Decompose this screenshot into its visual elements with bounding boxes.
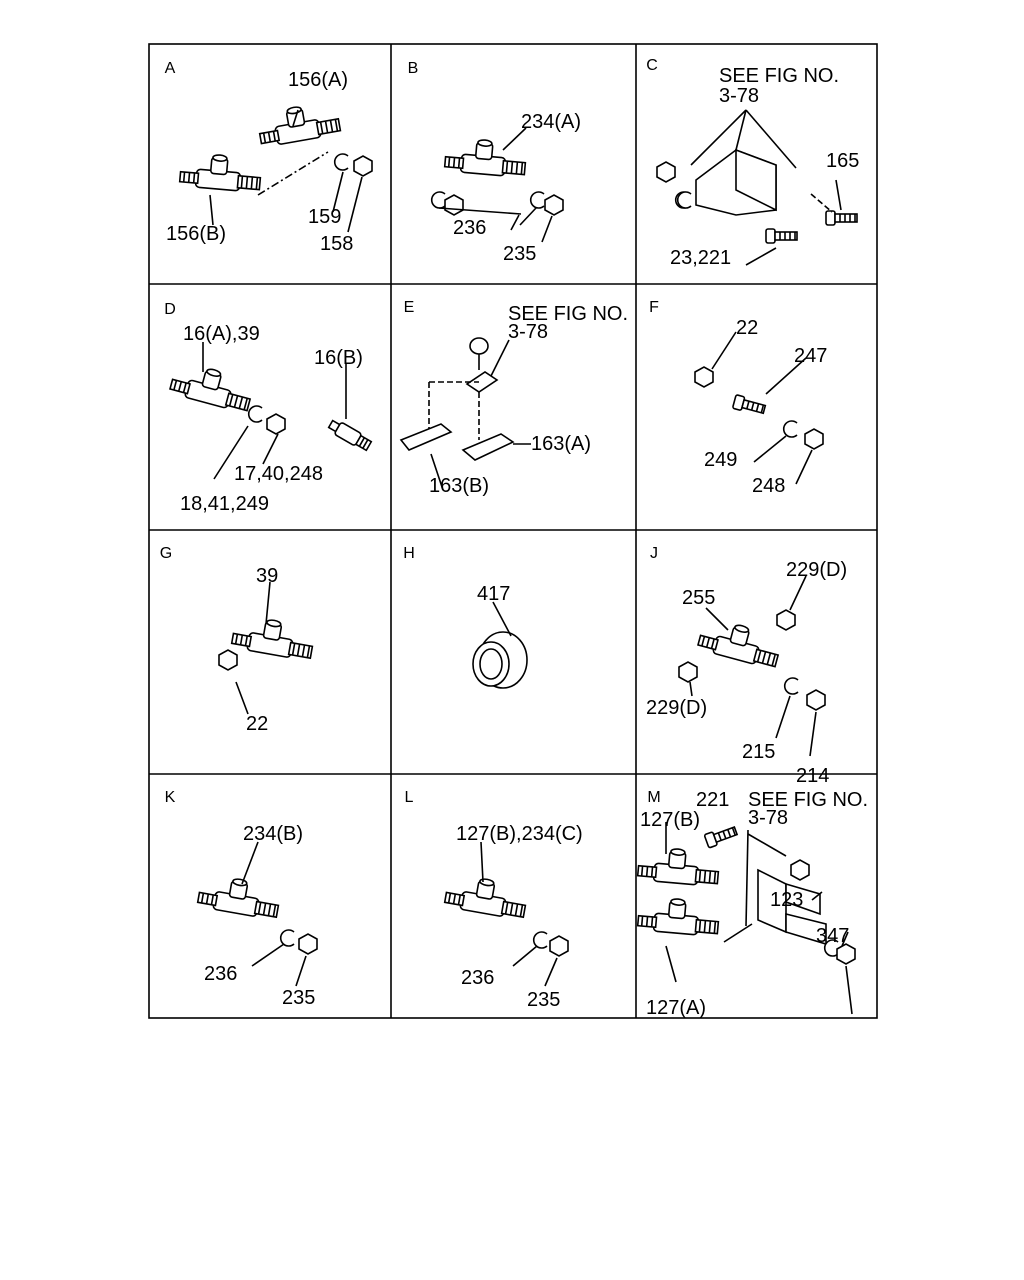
svg-text:163(B): 163(B) <box>429 475 489 497</box>
svg-text:3-78: 3-78 <box>508 321 548 343</box>
svg-text:M: M <box>647 789 660 806</box>
svg-text:39: 39 <box>256 565 278 587</box>
panel-l: L 127(B),234(C) 236 235 <box>405 789 583 1011</box>
svg-text:22: 22 <box>246 713 268 735</box>
svg-text:347: 347 <box>816 925 849 947</box>
svg-text:B: B <box>408 60 419 77</box>
svg-text:F: F <box>649 299 659 316</box>
svg-text:249: 249 <box>704 449 737 471</box>
panel-letter: A <box>165 60 176 77</box>
svg-text:165: 165 <box>826 150 859 172</box>
svg-text:22: 22 <box>736 317 758 339</box>
panel-j: J 229(D) 255 229(D) 215 214 <box>646 545 847 787</box>
svg-text:SEE FIG NO.: SEE FIG NO. <box>719 65 839 87</box>
callout: 158 <box>320 233 353 255</box>
panel-m: M 221 SEE FIG NO. 3-78 127(B) 123 347 12… <box>636 789 868 1019</box>
svg-text:3-78: 3-78 <box>748 807 788 829</box>
svg-text:235: 235 <box>527 989 560 1011</box>
svg-text:235: 235 <box>282 987 315 1009</box>
outer-frame <box>148 43 878 1019</box>
svg-text:255: 255 <box>682 587 715 609</box>
svg-text:247: 247 <box>794 345 827 367</box>
svg-text:229(D): 229(D) <box>646 697 707 719</box>
svg-text:C: C <box>646 57 658 74</box>
svg-text:236: 236 <box>461 967 494 989</box>
svg-text:16(B): 16(B) <box>314 347 363 369</box>
svg-text:H: H <box>403 545 415 562</box>
panel-g: G 39 22 <box>160 545 317 735</box>
svg-text:221: 221 <box>696 789 729 811</box>
svg-text:E: E <box>404 299 415 316</box>
svg-text:3-78: 3-78 <box>719 85 759 107</box>
svg-text:127(B): 127(B) <box>640 809 700 831</box>
panel-d: D 16(A),39 16(B) 17,40,248 18,41,249 <box>164 301 374 515</box>
svg-text:417: 417 <box>477 583 510 605</box>
svg-text:17,40,248: 17,40,248 <box>234 463 323 485</box>
svg-text:16(A),39: 16(A),39 <box>183 323 260 345</box>
svg-text:248: 248 <box>752 475 785 497</box>
svg-text:SEE FIG NO.: SEE FIG NO. <box>748 789 868 811</box>
panel-f: F 22 247 249 248 <box>649 299 827 497</box>
svg-text:123: 123 <box>770 889 803 911</box>
svg-text:G: G <box>160 545 172 562</box>
svg-text:235: 235 <box>503 243 536 265</box>
svg-text:23,221: 23,221 <box>670 247 731 269</box>
svg-text:229(D): 229(D) <box>786 559 847 581</box>
svg-text:127(A): 127(A) <box>646 997 706 1019</box>
panel-k: K 234(B) 236 235 <box>165 789 318 1009</box>
svg-text:K: K <box>165 789 176 806</box>
panel-e: E SEE FIG NO. 3-78 163(B) 163(A) <box>399 299 628 497</box>
panel-b: B 234(A) 236 235 <box>408 60 692 265</box>
svg-text:J: J <box>650 545 658 562</box>
parts-diagram-grid: A 156(A) 156(B) 159 158 B 234(A) 236 235 <box>148 43 878 1019</box>
svg-text:SEE FIG NO.: SEE FIG NO. <box>508 303 628 325</box>
svg-text:163(A): 163(A) <box>531 433 591 455</box>
callout: 159 <box>308 206 341 228</box>
svg-text:236: 236 <box>453 217 486 239</box>
panel-h: H 417 <box>403 545 528 689</box>
svg-text:L: L <box>405 789 414 806</box>
svg-text:234(A): 234(A) <box>521 111 581 133</box>
callout: 156(B) <box>166 223 226 245</box>
callout: 156(A) <box>288 69 348 91</box>
svg-text:215: 215 <box>742 741 775 763</box>
svg-text:18,41,249: 18,41,249 <box>180 493 269 515</box>
svg-text:236: 236 <box>204 963 237 985</box>
panel-c: C SEE FIG NO. 3-78 165 23,221 <box>646 57 859 269</box>
panel-a: A 156(A) 156(B) 159 158 <box>165 60 373 255</box>
svg-text:214: 214 <box>796 765 829 787</box>
svg-text:D: D <box>164 301 176 318</box>
svg-text:127(B),234(C): 127(B),234(C) <box>456 823 583 845</box>
svg-text:234(B): 234(B) <box>243 823 303 845</box>
